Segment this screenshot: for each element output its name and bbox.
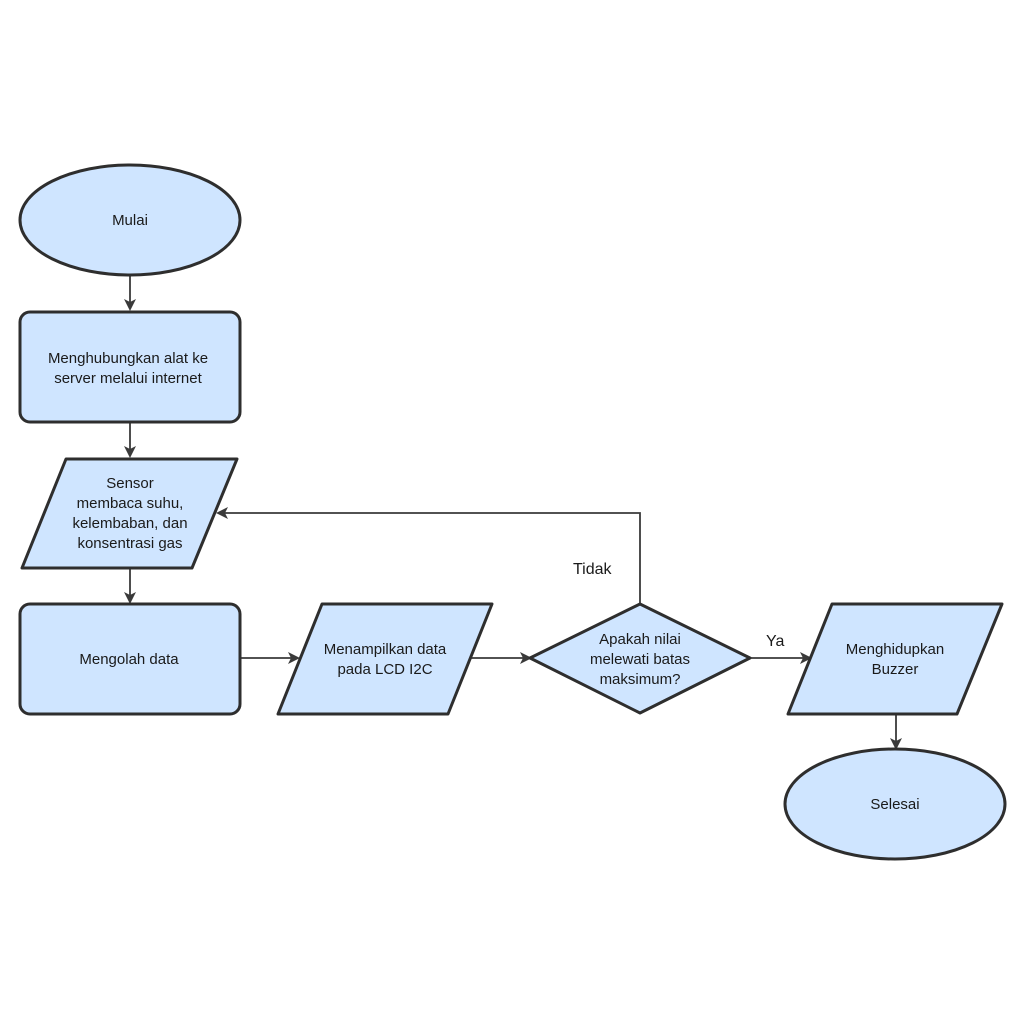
node-display-label: Menampilkan data pada LCD I2C [324, 641, 447, 678]
node-connect-label: Menghubungkan alat ke server melalui inte… [48, 350, 208, 387]
node-start: Mulai [18, 163, 242, 277]
label-line: melewati batas [590, 651, 690, 668]
node-connect: Menghubungkan alat ke server melalui inte… [18, 310, 242, 424]
label-line: Sensor [106, 475, 154, 492]
label-line: Apakah nilai [599, 631, 681, 648]
edge-label-yes: Ya [766, 633, 784, 650]
label-line: Menampilkan data [324, 641, 447, 658]
label-line: pada LCD I2C [337, 661, 432, 678]
node-start-label: Mulai [112, 212, 148, 229]
label-line: membaca suhu, [77, 495, 184, 512]
node-process: Mengolah data [18, 602, 242, 716]
label-line: maksimum? [600, 671, 681, 688]
node-decision-label: Apakah nilai melewati batas maksimum? [590, 631, 690, 688]
label-line: server melalui internet [54, 370, 202, 387]
label-line: Menghidupkan [846, 641, 944, 658]
node-end: Selesai [783, 747, 1007, 861]
label-line: Buzzer [872, 661, 919, 678]
edge-decision-no-to-sensor [216, 507, 641, 604]
node-end-label: Selesai [870, 796, 919, 813]
node-sensor: Sensor membaca suhu, kelembaban, dan konsen… [20, 457, 239, 570]
label-line: konsentrasi gas [77, 535, 182, 552]
node-decision: Apakah nilai melewati batas maksimum? [528, 602, 752, 715]
node-display: Menampilkan data pada LCD I2C [276, 602, 494, 716]
label-line: Mengolah data [79, 651, 179, 668]
label-line: Menghubungkan alat ke [48, 350, 208, 367]
node-sensor-label: Sensor membaca suhu, kelembaban, dan konsen… [72, 475, 187, 552]
label-line: Mulai [112, 212, 148, 229]
label-line: Selesai [870, 796, 919, 813]
edges [124, 276, 902, 750]
edge-label-no: Tidak [573, 561, 613, 578]
label-line: kelembaban, dan [72, 515, 187, 532]
node-process-label: Mengolah data [79, 651, 179, 668]
